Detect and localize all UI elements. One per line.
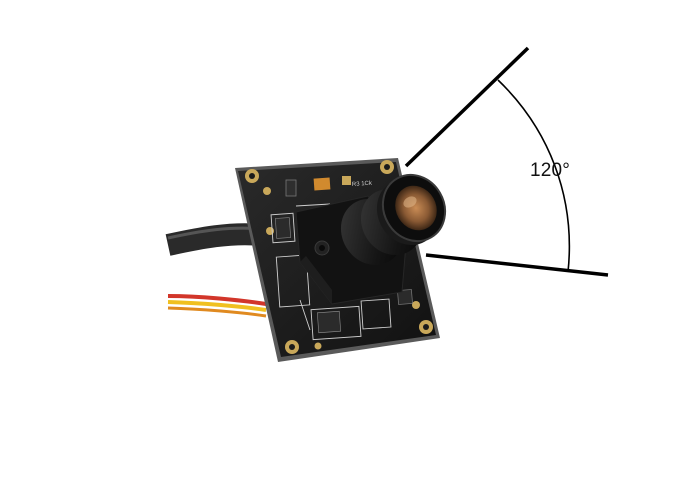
lens-glass	[395, 185, 437, 231]
fov-lower-ray	[425, 253, 609, 277]
silkscreen-traces	[270, 203, 392, 341]
fov-upper-ray	[404, 46, 530, 168]
capacitor	[313, 177, 331, 191]
lens-barrel	[340, 173, 447, 266]
red-wire	[167, 294, 267, 306]
field-of-view-annotation	[404, 46, 609, 277]
yellow-wire	[167, 300, 267, 312]
fov-angle-label: 120°	[530, 160, 571, 181]
silkscreen-text: R3 1Ck	[352, 181, 373, 188]
orange-wire	[167, 306, 267, 318]
fov-angle-arc	[497, 79, 571, 273]
